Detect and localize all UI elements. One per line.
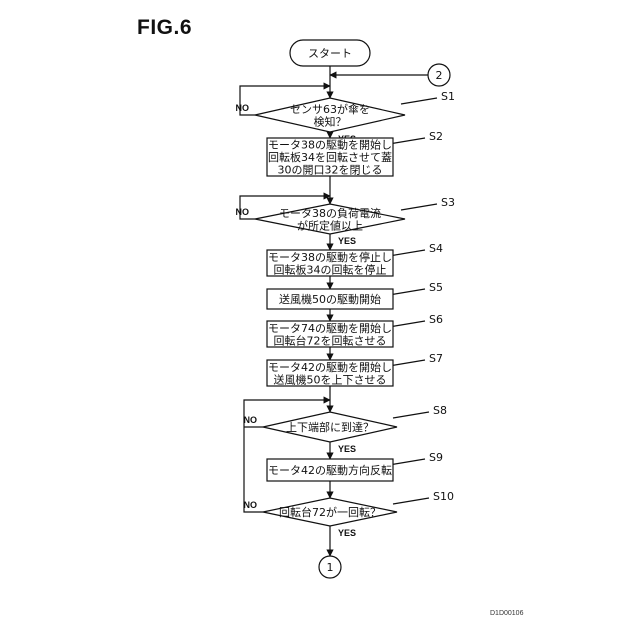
step-text-s4: 回転板34の回転を停止 [274,262,387,276]
step-text-s9: モータ42の駆動方向反転 [268,463,392,477]
connector-top-label: 2 [436,69,443,82]
connector-bottom-label: 1 [327,561,334,574]
step-id-s6: S6 [429,313,443,326]
step-text-s6: モータ74の駆動を開始し [268,321,392,335]
leader-s8 [393,412,429,418]
step-text-s4: モータ38の駆動を停止し [268,250,392,264]
no-label-s3: NO [236,207,250,217]
step-text-s7: モータ42の駆動を開始し [268,360,392,374]
leader-s3 [401,204,437,210]
leader-s6 [389,321,425,327]
no-label-s8: NO [244,415,258,425]
step-text-s2: 30の開口32を閉じる [278,164,383,177]
step-id-s10: S10 [433,490,454,503]
step-id-s5: S5 [429,281,443,294]
start-label: スタート [308,47,352,60]
step-id-s2: S2 [429,130,443,143]
step-text-s8: 上下端部に到達？ [286,420,374,434]
step-id-s3: S3 [441,196,455,209]
step-id-s1: S1 [441,90,455,103]
leader-s5 [389,289,425,295]
leader-s4 [389,250,425,256]
step-text-s5: 送風機50の駆動開始 [279,292,381,306]
flowchart-shapes: スタート 2 1 センサ63が傘を検知？ S1YES NO モータ38の駆動を開始し回転板3… [236,40,455,578]
step-text-s6: 回転台72を回転させる [274,333,387,347]
document-code: D1D00106 [490,610,523,617]
step-text-s1: センサ63が傘を [290,102,370,116]
leader-s9 [389,459,425,465]
leader-s2 [389,138,425,144]
step-text-s1: 検知？ [314,114,347,128]
step-text-s7: 送風機50を上下させる [274,372,387,386]
yes-label-s8: YES [338,444,356,454]
step-text-s3: が所定値以上 [297,218,363,232]
step-text-s10: 回転台72が一回転？ [279,505,381,519]
step-text-s3: モータ38の負荷電流 [279,206,381,220]
leader-s10 [393,498,429,504]
step-id-s8: S8 [433,404,447,417]
step-id-s9: S9 [429,451,443,464]
step-id-s7: S7 [429,352,443,365]
figure-title: FIG.6 [137,16,192,40]
leader-s7 [389,360,425,366]
yes-label-s10: YES [338,528,356,538]
yes-label-s3: YES [338,236,356,246]
step-text-s2: モータ38の駆動を開始し [268,138,392,152]
no-label-s10: NO [244,500,258,510]
step-id-s4: S4 [429,242,443,255]
leader-s1 [401,98,437,104]
no-label-s1: NO [236,103,250,113]
step-text-s2: 回転板34を回転させて蓋 [268,150,392,164]
